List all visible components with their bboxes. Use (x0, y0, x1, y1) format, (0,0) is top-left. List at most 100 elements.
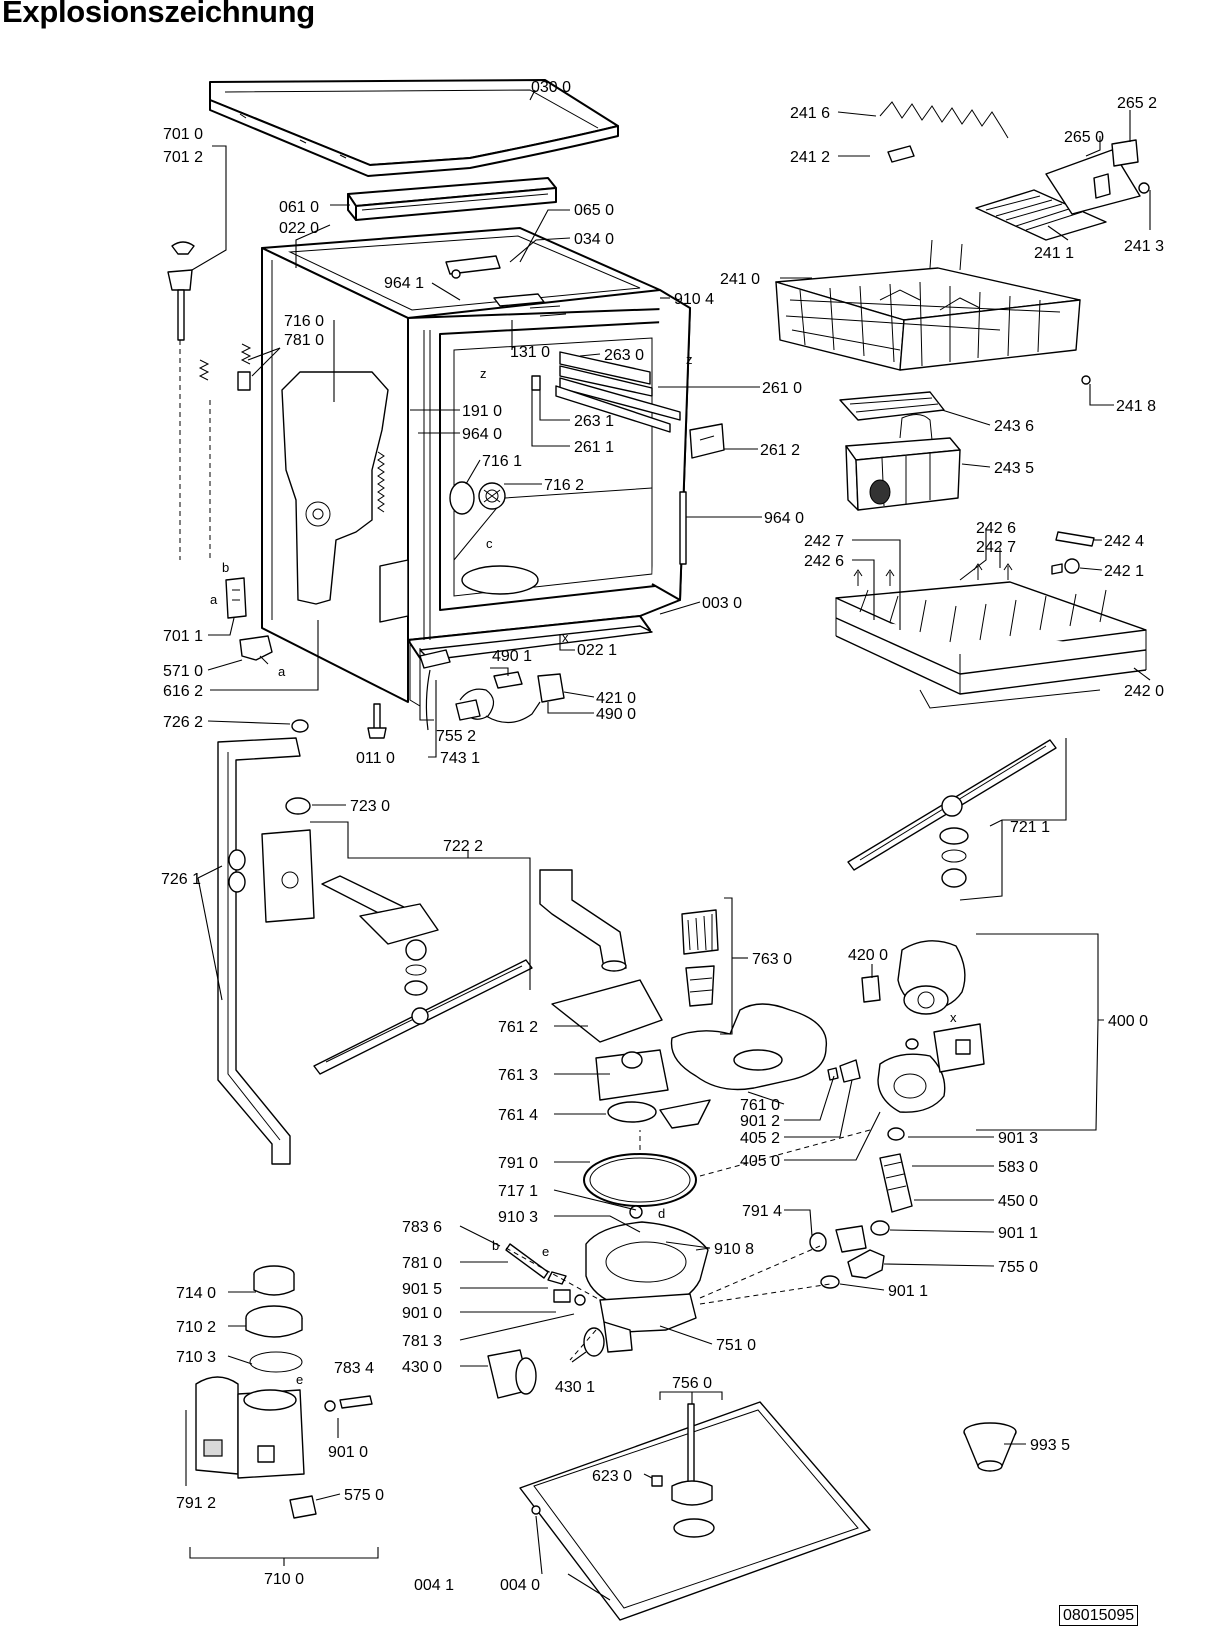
callout-242-7-a: 242 7 (804, 533, 844, 550)
callout-616-2: 616 2 (163, 683, 203, 700)
callout-583-0: 583 0 (998, 1159, 1038, 1176)
lower-basket-part (835, 563, 1147, 709)
callout-065-0: 065 0 (574, 202, 614, 219)
callout-901-0-b: 901 0 (328, 1444, 368, 1461)
rack-bracket-part (1045, 139, 1150, 215)
marker-x-2: x (950, 1010, 957, 1025)
callout-623-0: 623 0 (592, 1468, 632, 1485)
callout-571-0: 571 0 (163, 663, 203, 680)
callout-710-2: 710 2 (176, 1319, 216, 1336)
basket-clip-parts (1051, 531, 1095, 575)
callout-716-2: 716 2 (544, 477, 584, 494)
funnel-part (963, 1422, 1017, 1472)
callout-751-0: 751 0 (716, 1337, 756, 1354)
marker-b-2: b (492, 1238, 499, 1253)
callout-242-4: 242 4 (1104, 533, 1144, 550)
callout-901-5: 901 5 (402, 1281, 442, 1298)
letter-markers: z z c x b a a x d b e e (210, 352, 957, 1387)
spray-arm-mount-part (261, 797, 439, 996)
callout-910-4: 910 4 (674, 291, 714, 308)
callout-716-0: 716 0 (284, 313, 324, 330)
cup-rack-part (975, 189, 1107, 241)
callout-242-7-b: 242 7 (976, 539, 1016, 556)
callout-265-0: 265 0 (1064, 129, 1104, 146)
callout-242-0: 242 0 (1124, 683, 1164, 700)
sump-cover-part (551, 979, 711, 1129)
insulation-strip-part (347, 177, 557, 221)
callout-490-0: 490 0 (596, 706, 636, 723)
drain-pump-part (487, 1327, 605, 1399)
dispenser-parts (445, 255, 567, 317)
water-supply-pipe-part (217, 719, 309, 1165)
callout-743-1: 743 1 (440, 750, 480, 767)
callout-993-5: 993 5 (1030, 1437, 1070, 1454)
rail-parts (531, 351, 725, 565)
callout-241-6: 241 6 (790, 105, 830, 122)
callout-783-6: 783 6 (402, 1219, 442, 1236)
callout-241-3: 241 3 (1124, 238, 1164, 255)
callout-261-1: 261 1 (574, 439, 614, 456)
upper-spray-arm-part (847, 739, 1057, 888)
callout-265-2: 265 2 (1117, 95, 1157, 112)
callout-964-0: 964 0 (462, 426, 502, 443)
inlet-hose-part (539, 869, 627, 972)
callout-726-2: 726 2 (163, 714, 203, 731)
callout-761-2: 761 2 (498, 1019, 538, 1036)
callout-241-8: 241 8 (1116, 398, 1156, 415)
callout-761-3: 761 3 (498, 1067, 538, 1084)
marker-e-2: e (296, 1372, 303, 1387)
callout-964-1: 964 1 (384, 275, 424, 292)
marker-a-2: a (278, 664, 286, 679)
drain-hose-parts (505, 1243, 586, 1306)
callout-791-0: 791 0 (498, 1155, 538, 1172)
callout-421-0: 421 0 (596, 690, 636, 707)
callout-701-0: 701 0 (163, 126, 203, 143)
leader-lines (185, 89, 1151, 1601)
callout-756-0: 756 0 (672, 1375, 712, 1392)
callout-241-0: 241 0 (720, 271, 760, 288)
hinge-spring-assembly (167, 241, 252, 560)
marker-a-1: a (210, 592, 218, 607)
upper-basket-part (775, 239, 1081, 371)
callout-labels: 030 0 701 0 701 2 061 0 065 0 022 0 034 … (161, 79, 1164, 1594)
marker-e-1: e (542, 1244, 549, 1259)
callout-003-0: 003 0 (702, 595, 742, 612)
cutlery-basket-part (839, 375, 1091, 511)
seal-ring-parts (449, 481, 506, 515)
callout-721-1: 721 1 (1010, 819, 1050, 836)
callout-901-1-a: 901 1 (998, 1225, 1038, 1242)
callout-701-1: 701 1 (163, 628, 203, 645)
callout-781-0: 781 0 (284, 332, 324, 349)
callout-430-1: 430 1 (555, 1379, 595, 1396)
callout-783-4: 783 4 (334, 1360, 374, 1377)
callout-263-0: 263 0 (604, 347, 644, 364)
callout-910-3: 910 3 (498, 1209, 538, 1226)
callout-701-2: 701 2 (163, 149, 203, 166)
callout-901-1-b: 901 1 (888, 1283, 928, 1300)
callout-755-2: 755 2 (436, 728, 476, 745)
callout-263-1: 263 1 (574, 413, 614, 430)
callout-710-0: 710 0 (264, 1571, 304, 1588)
callout-722-2: 722 2 (443, 838, 483, 855)
sump-gasket-part (583, 1153, 697, 1207)
callout-901-0-a: 901 0 (402, 1305, 442, 1322)
callout-710-3: 710 3 (176, 1349, 216, 1366)
wire-spring-part (879, 101, 1009, 163)
callout-901-3: 901 3 (998, 1130, 1038, 1147)
marker-d: d (658, 1206, 665, 1221)
marker-b-1: b (222, 560, 229, 575)
callout-755-0: 755 0 (998, 1259, 1038, 1276)
callout-243-6: 243 6 (994, 418, 1034, 435)
callout-420-0: 420 0 (848, 947, 888, 964)
callout-901-2: 901 2 (740, 1113, 780, 1130)
callout-716-1: 716 1 (482, 453, 522, 470)
callout-430-0: 430 0 (402, 1359, 442, 1376)
callout-242-6-a: 242 6 (976, 520, 1016, 537)
callout-400-0: 400 0 (1108, 1013, 1148, 1030)
marker-x-1: x (562, 630, 569, 645)
callout-241-2: 241 2 (790, 149, 830, 166)
callout-405-0: 405 0 (740, 1153, 780, 1170)
callout-034-0: 034 0 (574, 231, 614, 248)
heating-pump-part (861, 940, 985, 1113)
